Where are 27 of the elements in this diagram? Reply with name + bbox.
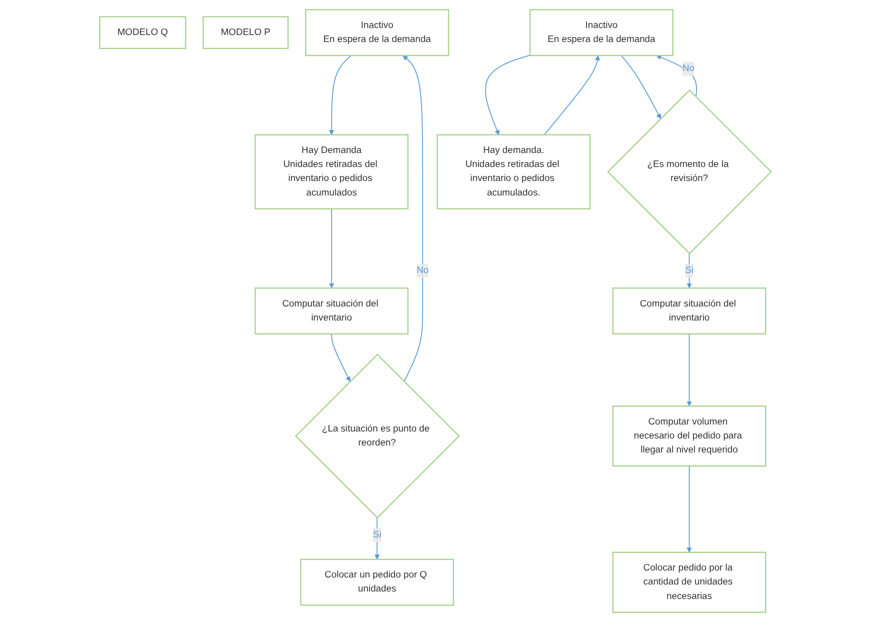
edge-label: No xyxy=(682,64,695,74)
edge-label: No xyxy=(416,265,429,276)
node-diamond: ¿Es momento de la revisión? xyxy=(607,89,772,254)
node-box: Computar situación del inventario xyxy=(612,288,766,334)
arrow xyxy=(402,55,424,382)
node-box: Computar situación del inventario xyxy=(254,288,409,334)
edge-label: Si xyxy=(685,265,694,276)
arrow xyxy=(686,466,692,553)
arrow xyxy=(329,55,352,136)
node-box: MODELO P xyxy=(202,16,289,50)
arrow xyxy=(686,333,692,406)
node-box: Computar volumen necesario del pedido para llegar al nivel requerido xyxy=(612,406,766,467)
node-diamond: ¿La situación es punto de reorden? xyxy=(294,354,460,519)
node-box: Inactivo En espera de la demanda xyxy=(529,9,674,56)
node-box: Colocar un pedido por Q unidades xyxy=(300,558,454,606)
arrow xyxy=(485,54,531,136)
arrow xyxy=(544,55,600,136)
arrow xyxy=(656,54,698,98)
node-box: MODELO Q xyxy=(99,16,186,50)
node-box: Inactivo En espera de la demanda xyxy=(305,9,450,56)
arrow xyxy=(329,208,334,288)
edge-label: Si xyxy=(372,530,382,540)
arrow xyxy=(620,55,662,119)
node-box: Colocar pedido por la cantidad de unidades necesarias xyxy=(612,552,766,613)
node-box: Hay Demanda Unidades retiradas del inventario o pedidos acumulados xyxy=(254,134,409,210)
node-box: Hay demanda. Unidades retiradas del inventario o pedidos acumulados. xyxy=(436,134,591,210)
arrow xyxy=(331,333,350,382)
